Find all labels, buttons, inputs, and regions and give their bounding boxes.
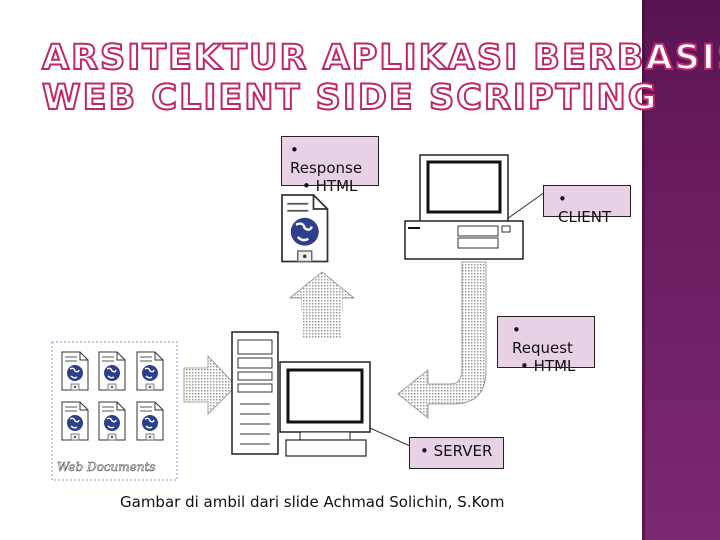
server-pointer-line bbox=[370, 428, 410, 446]
image-credit-caption: Gambar di ambil dari slide Achmad Solich… bbox=[120, 493, 504, 511]
response-label: • Response • HTML bbox=[281, 136, 379, 186]
right-arrow-icon bbox=[184, 356, 236, 414]
request-text: Request bbox=[512, 339, 573, 357]
server-line: • SERVER bbox=[418, 442, 495, 460]
request-flow-arrow-icon bbox=[398, 262, 486, 418]
response-format-text: HTML bbox=[316, 177, 358, 195]
server-tower-icon bbox=[232, 332, 278, 454]
web-document-icon bbox=[99, 402, 125, 440]
request-line-2: • HTML bbox=[506, 357, 586, 375]
architecture-diagram: Web Documents bbox=[0, 0, 640, 540]
web-document-icon bbox=[137, 352, 163, 390]
request-format-text: HTML bbox=[534, 357, 576, 375]
server-text: SERVER bbox=[434, 442, 493, 460]
server-monitor-icon bbox=[280, 362, 370, 456]
web-document-icon bbox=[62, 402, 88, 440]
response-line-2: • HTML bbox=[290, 177, 370, 195]
client-label: • CLIENT bbox=[543, 185, 631, 217]
web-document-icon bbox=[137, 402, 163, 440]
client-pointer-line bbox=[507, 192, 545, 219]
web-documents-label: Web Documents bbox=[57, 460, 155, 474]
response-document-icon bbox=[282, 195, 328, 262]
request-label: • Request • HTML bbox=[497, 316, 595, 368]
client-computer-icon bbox=[405, 155, 523, 259]
client-line: • CLIENT bbox=[552, 190, 622, 226]
request-line-1: • Request bbox=[506, 321, 586, 357]
web-documents-panel: Web Documents bbox=[52, 342, 177, 480]
server-label: • SERVER bbox=[409, 437, 504, 469]
up-arrow-shaft bbox=[302, 298, 342, 338]
web-document-icon bbox=[99, 352, 125, 390]
web-document-icon bbox=[62, 352, 88, 390]
response-text: Response bbox=[290, 159, 362, 177]
response-line-1: • Response bbox=[290, 141, 370, 177]
client-text: CLIENT bbox=[558, 208, 611, 226]
